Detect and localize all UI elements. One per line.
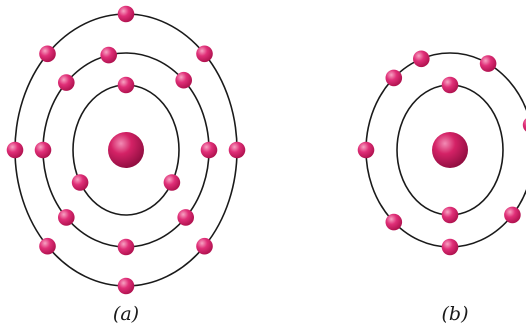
atom-a-shell-2-electron (58, 209, 75, 226)
atom-a-shell-2-electron (58, 74, 75, 91)
atom-a-shell-2-electron (100, 46, 117, 64)
atom-a-shell-3-electron (39, 45, 56, 63)
atom-a-shell-3-electron (117, 277, 135, 295)
caption-b: (b) (441, 303, 469, 325)
atom-a-shell-1-electron (163, 174, 181, 191)
atom-a-shell-3-electron (196, 237, 213, 255)
atom-b-shell-2-electron (504, 206, 521, 224)
atom-a-shell-2-electron (177, 209, 194, 226)
atom-b-shell-2-electron (441, 238, 459, 256)
atom-a-shell-1-electron (117, 76, 135, 94)
atom-a-shell-2-electron (117, 238, 135, 256)
atom-b-shell-2-electron (385, 69, 403, 87)
atom-a-shell-3-electron (39, 237, 56, 255)
atom-b-shell-2-electron (522, 118, 526, 132)
atom-a (6, 5, 246, 295)
atom-a-shell-3-electron (117, 5, 135, 23)
atom-b (357, 50, 526, 256)
atom-b-shell-1-electron (441, 206, 459, 224)
atom-a-shell-3-electron (196, 45, 213, 63)
atom-a-shell-2-electron (175, 71, 192, 89)
caption-a: (a) (112, 303, 140, 325)
atom-a-shell-3-electron (228, 141, 246, 159)
atom-b-shell-2-electron (479, 55, 497, 72)
atom-b-shell-2-electron (357, 141, 375, 159)
atom-a-shell-2-electron (200, 141, 218, 159)
atom-a-nucleus (108, 132, 144, 168)
atom-b-nucleus (432, 132, 468, 168)
atom-a-shell-3-electron (6, 141, 24, 159)
atom-b-shell-1-electron (441, 76, 459, 94)
atom-a-shell-1-electron (71, 174, 89, 191)
atom-b-shell-2-electron (385, 213, 403, 231)
atom-b-shell-2-electron (413, 50, 430, 68)
atom-a-shell-2-electron (34, 141, 52, 159)
